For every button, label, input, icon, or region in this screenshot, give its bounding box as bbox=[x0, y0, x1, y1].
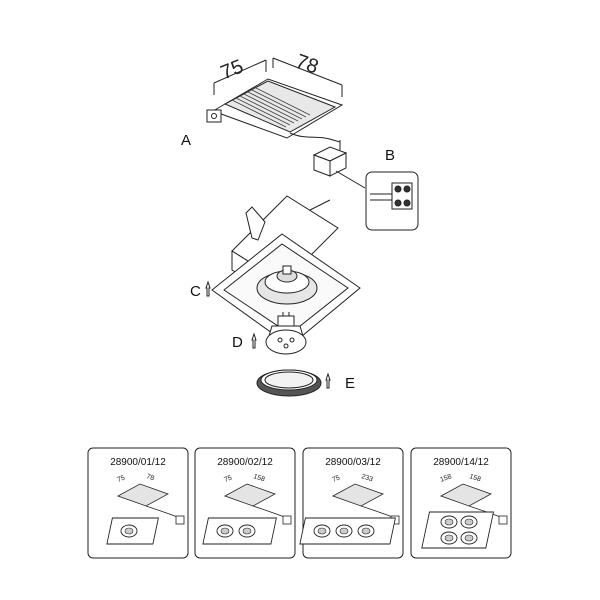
label-e: E bbox=[345, 375, 355, 392]
variant-panel: 28900/14/12 158 158 bbox=[410, 447, 512, 559]
mini-driver bbox=[498, 515, 508, 525]
gu10-lamp bbox=[265, 312, 307, 355]
lamp-spot-inner bbox=[444, 534, 454, 542]
variant-dimension-1: 75 bbox=[331, 475, 341, 484]
lamp-spot-inner bbox=[124, 527, 134, 535]
lamp-spot-inner bbox=[444, 518, 454, 526]
variant-dimension-1: 158 bbox=[439, 473, 452, 484]
lamp-spot-inner bbox=[317, 527, 327, 535]
mini-driver bbox=[175, 515, 185, 525]
up-arrow-icon bbox=[325, 372, 331, 389]
up-arrow-icon bbox=[251, 332, 257, 349]
terminal-block-detail bbox=[365, 171, 419, 231]
driver-box bbox=[312, 140, 366, 189]
retaining-ring bbox=[256, 369, 322, 397]
variant-dimension-2: 158 bbox=[252, 473, 265, 483]
variant-panel: 28900/01/12 75 78 bbox=[87, 447, 189, 559]
variant-code: 28900/01/12 bbox=[110, 457, 166, 468]
mini-driver bbox=[282, 515, 292, 525]
variant-dimension-1: 75 bbox=[116, 475, 126, 484]
up-arrow-icon bbox=[205, 280, 211, 297]
variant-panel: 28900/03/12 75 233 bbox=[299, 447, 404, 559]
mini-box bbox=[332, 483, 384, 507]
lamp-spot-inner bbox=[339, 527, 349, 535]
frame-assembly bbox=[211, 195, 361, 347]
lamp-spot-inner bbox=[464, 518, 474, 526]
variant-dimension-2: 78 bbox=[145, 473, 155, 482]
label-a: A bbox=[181, 132, 191, 149]
variant-dimension-2: 158 bbox=[468, 473, 481, 483]
mini-box bbox=[117, 483, 169, 507]
variant-code: 28900/14/12 bbox=[433, 457, 489, 468]
label-b: B bbox=[385, 147, 395, 164]
mini-box bbox=[440, 483, 492, 507]
lamp-spot-inner bbox=[220, 527, 230, 535]
label-d: D bbox=[232, 334, 243, 351]
fixture-box-top-view bbox=[206, 57, 344, 143]
lamp-spot-inner bbox=[361, 527, 371, 535]
mini-box bbox=[224, 483, 276, 507]
variant-code: 28900/02/12 bbox=[217, 457, 273, 468]
dimension-depth: 78 bbox=[293, 50, 321, 78]
mini-frame bbox=[421, 511, 495, 549]
variant-dimension-2: 233 bbox=[360, 473, 373, 483]
variant-panel: 28900/02/12 75 158 bbox=[194, 447, 296, 559]
dimension-width: 75 bbox=[218, 56, 247, 85]
lamp-spot-inner bbox=[464, 534, 474, 542]
variant-panels: 28900/01/12 75 78 28900/02/12 75 158 28900/03/… bbox=[87, 447, 512, 559]
lamp-spot-inner bbox=[242, 527, 252, 535]
variant-code: 28900/03/12 bbox=[325, 457, 381, 468]
label-c: C bbox=[190, 283, 201, 300]
variant-dimension-1: 75 bbox=[223, 475, 233, 484]
